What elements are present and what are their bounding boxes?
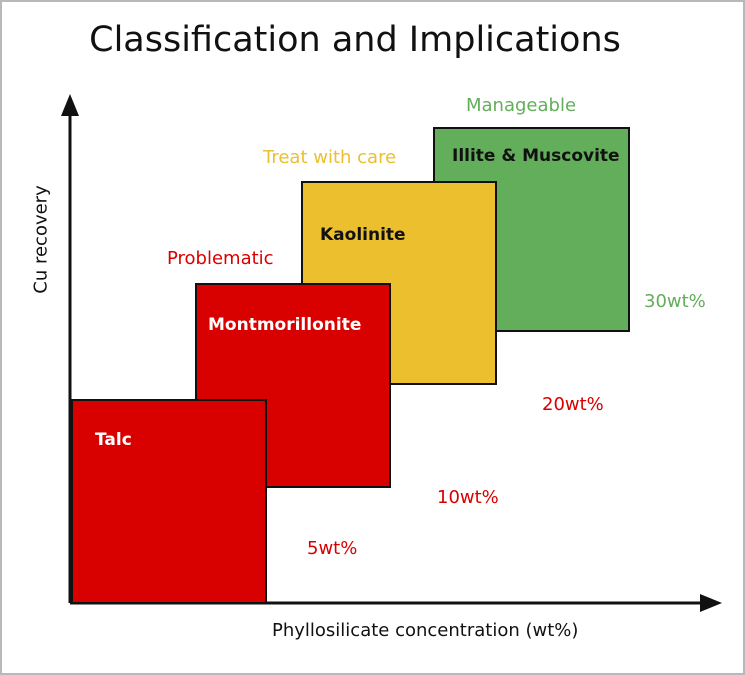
category-manageable: Manageable [466, 95, 577, 116]
montmorillonite-label: Montmorillonite [208, 315, 362, 335]
threshold-5wt: 5wt% [307, 538, 358, 559]
y-axis-label: Cu recovery [30, 185, 52, 294]
illite-muscovite-label: Illite & Muscovite [452, 146, 620, 166]
category-problematic: Problematic [167, 248, 274, 269]
kaolinite-label: Kaolinite [320, 225, 406, 245]
threshold-10wt: 10wt% [437, 487, 499, 508]
threshold-20wt: 20wt% [542, 394, 604, 415]
category-treat-with-care: Treat with care [263, 147, 397, 168]
threshold-30wt: 30wt% [644, 291, 706, 312]
talc-label: Talc [95, 430, 132, 450]
x-axis-arrow-icon [700, 594, 722, 612]
x-axis-label: Phyllosilicate concentration (wt%) [272, 620, 579, 641]
diagram-title: Classification and Implications [89, 20, 621, 60]
y-axis-arrow-icon [61, 94, 79, 116]
talc-box [71, 399, 267, 604]
